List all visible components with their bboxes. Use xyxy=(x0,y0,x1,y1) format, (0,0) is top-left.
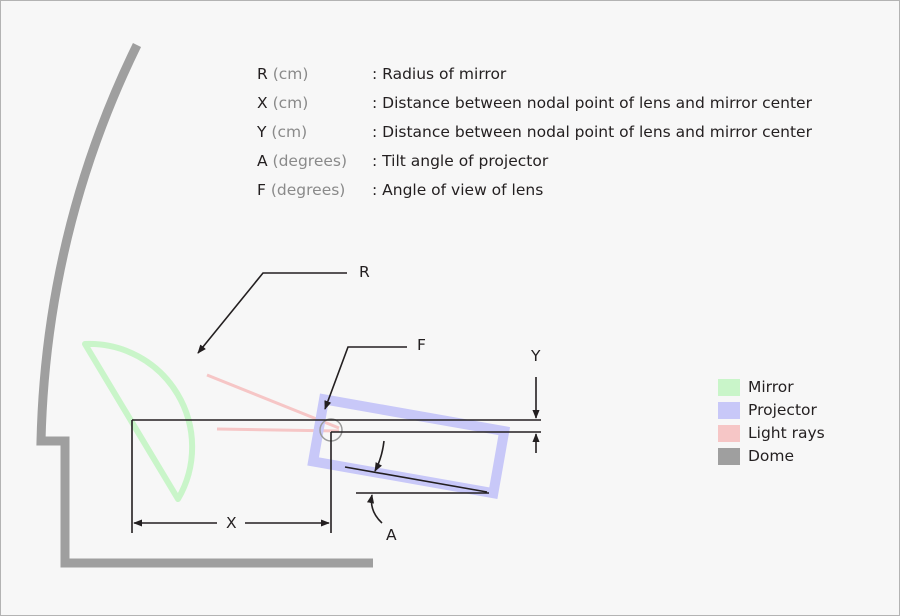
legend-label: Projector xyxy=(748,401,817,419)
glossary-description: : Tilt angle of projector xyxy=(372,152,549,170)
symbol-text: X xyxy=(257,94,268,112)
tilt-arrow-upper xyxy=(374,440,385,472)
f-leader-line xyxy=(324,346,407,410)
unit-text: (degrees) xyxy=(270,181,346,199)
mirror-shape xyxy=(82,340,196,502)
glossary-description: : Angle of view of lens xyxy=(372,181,544,199)
unit-text: (degrees) xyxy=(272,152,348,170)
unit-text: (cm) xyxy=(271,123,308,141)
legend-swatch xyxy=(718,379,740,396)
glossary-symbol: R (cm) xyxy=(257,65,308,83)
symbol-text: F xyxy=(257,181,266,199)
symbol-text: A xyxy=(257,152,268,170)
label-y: Y xyxy=(531,347,541,365)
r-leader-line xyxy=(197,272,347,354)
glossary-symbol: X (cm) xyxy=(257,94,308,112)
legend-label: Light rays xyxy=(748,424,825,442)
legend-swatch xyxy=(718,425,740,442)
glossary-symbol: Y (cm) xyxy=(257,123,307,141)
symbol-text: Y xyxy=(257,123,267,141)
unit-text: (cm) xyxy=(272,65,309,83)
glossary-symbol: F (degrees) xyxy=(257,181,345,199)
label-x: X xyxy=(226,514,237,532)
label-f: F xyxy=(417,336,426,354)
label-a: A xyxy=(386,526,397,544)
symbol-text: R xyxy=(257,65,268,83)
unit-text: (cm) xyxy=(272,94,309,112)
legend-label: Dome xyxy=(748,447,795,465)
label-r: R xyxy=(359,263,370,281)
legend-swatch xyxy=(718,448,740,465)
projector-shape xyxy=(307,393,511,499)
glossary-symbol: A (degrees) xyxy=(257,152,347,170)
tilt-arrow-lower xyxy=(366,494,383,524)
dome-shape xyxy=(36,43,373,568)
tilt-angle-line xyxy=(344,466,488,493)
glossary-description: : Distance between nodal point of lens a… xyxy=(372,123,812,141)
legend-label: Mirror xyxy=(748,378,794,396)
glossary-description: : Radius of mirror xyxy=(372,65,507,83)
glossary-description: : Distance between nodal point of lens a… xyxy=(372,94,812,112)
legend-swatch xyxy=(718,402,740,419)
